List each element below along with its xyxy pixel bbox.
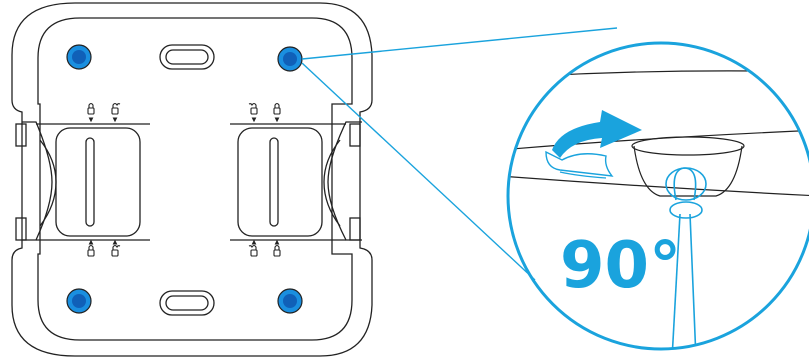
right-top-latch xyxy=(349,123,361,147)
right-mount-panel xyxy=(237,127,323,237)
bottom-handle-slot xyxy=(159,290,215,316)
zoom-callout-ring xyxy=(506,41,809,351)
rotate-arrow-icon xyxy=(545,110,642,179)
lock-icon xyxy=(87,239,95,257)
lock-icon xyxy=(273,239,281,257)
left-mount-slot xyxy=(85,137,95,227)
unlock-icon xyxy=(248,102,258,123)
foot-top-left xyxy=(66,44,92,70)
foot-bottom-right xyxy=(277,288,303,314)
rubber-feet xyxy=(66,44,303,314)
left-mount-panel xyxy=(55,127,141,237)
foot-bottom-left xyxy=(66,288,92,314)
zoom-callout: 90° xyxy=(506,41,809,351)
cable xyxy=(665,167,707,349)
top-handle-slot xyxy=(159,44,215,70)
base-inner-outline xyxy=(37,17,353,341)
left-side-notch xyxy=(22,121,53,241)
top-handle-slot-inner xyxy=(165,49,209,65)
leader-line-upper xyxy=(301,27,618,60)
surface-lower-edge xyxy=(508,175,809,197)
right-bottom-latch xyxy=(349,217,361,241)
callout-leader-lines xyxy=(301,27,618,281)
surface-top-edge xyxy=(508,70,809,79)
unlock-icon xyxy=(111,102,121,123)
foot-top-right xyxy=(277,46,303,72)
bottom-handle-slot-inner xyxy=(165,295,209,311)
device-base-plate xyxy=(11,2,373,357)
foot-socket xyxy=(631,136,745,197)
lock-icon xyxy=(87,102,95,123)
right-side-notch xyxy=(327,121,362,241)
base-outer-outline xyxy=(11,2,373,357)
unlock-icon xyxy=(111,239,121,257)
lock-icon xyxy=(273,102,281,123)
surface-upper-edge xyxy=(508,129,809,151)
right-mount-slot xyxy=(269,137,279,227)
left-side-notch-inner xyxy=(39,139,57,227)
leader-line-lower xyxy=(301,62,536,281)
rotation-angle-label: 90° xyxy=(560,229,681,303)
lock-markers xyxy=(87,102,281,257)
left-bottom-latch xyxy=(15,217,27,241)
right-side-notch-inner xyxy=(323,139,341,227)
unlock-icon xyxy=(248,239,258,257)
left-top-latch xyxy=(15,123,27,147)
